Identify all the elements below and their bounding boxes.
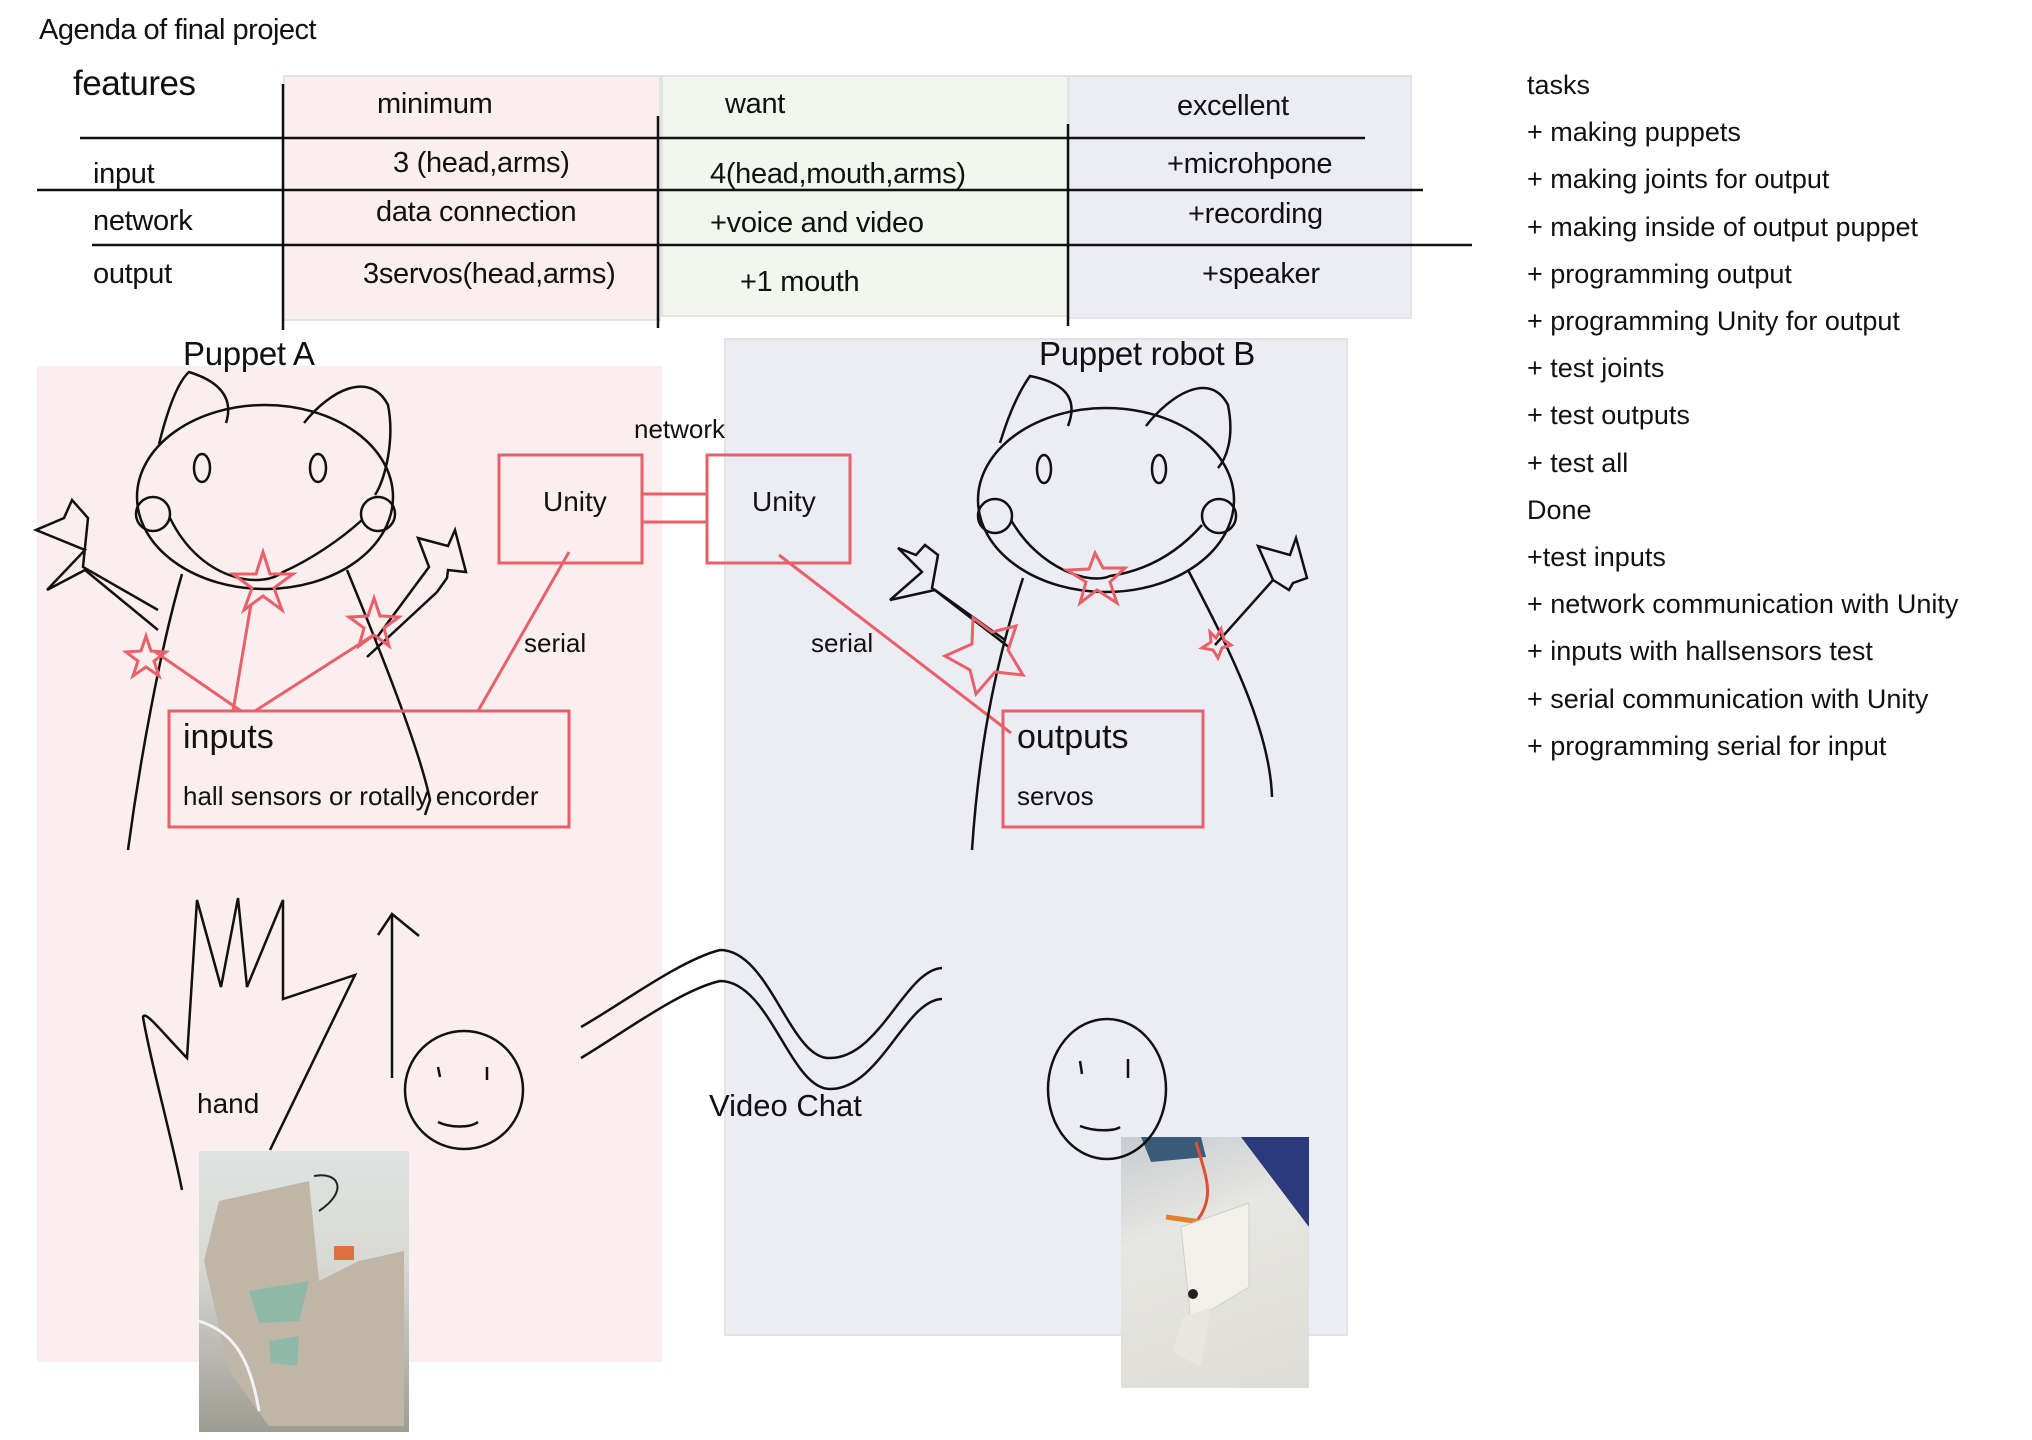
task-item: + making inside of output puppet [1527, 211, 1919, 242]
done-item: + programming serial for input [1527, 730, 1887, 761]
inputs-box-subtitle: hall sensors or rotally encorder [183, 781, 539, 811]
column-header-minimum: minimum [377, 88, 493, 120]
video-chat-label: Video Chat [709, 1088, 862, 1123]
cell-network-excellent: +recording [1188, 198, 1323, 230]
cell-output-excellent: +speaker [1202, 258, 1320, 290]
unity-label-a: Unity [543, 486, 607, 517]
cell-input-want: 4(head,mouth,arms) [710, 158, 966, 190]
serial-label-a: serial [524, 628, 587, 658]
cell-output-minimum: 3servos(head,arms) [363, 258, 616, 290]
task-item: + programming output [1527, 258, 1792, 289]
done-item: + network communication with Unity [1527, 589, 1959, 620]
cell-input-minimum: 3 (head,arms) [393, 147, 570, 179]
row-label-input: input [93, 158, 155, 190]
tasks-heading: tasks [1527, 70, 1591, 100]
column-header-want: want [725, 88, 786, 120]
task-item: + programming Unity for output [1527, 306, 1900, 337]
row-label-network: network [93, 205, 193, 237]
cell-network-minimum: data connection [376, 196, 577, 228]
unity-label-b: Unity [752, 486, 816, 517]
task-item: + test outputs [1527, 400, 1690, 431]
network-label: network [634, 414, 726, 444]
serial-label-b: serial [811, 628, 874, 658]
outputs-box-title: outputs [1017, 718, 1129, 756]
puppet-a-title: Puppet A [183, 335, 315, 372]
task-item: + test all [1527, 447, 1629, 478]
hand-label: hand [197, 1088, 260, 1119]
done-heading: Done [1527, 494, 1592, 525]
column-header-excellent: excellent [1177, 90, 1289, 122]
task-item: + making joints for output [1527, 164, 1830, 195]
column-want-bg [661, 75, 1069, 317]
done-item: +test inputs [1527, 542, 1666, 573]
task-item: + test joints [1527, 353, 1665, 384]
inputs-box-title: inputs [183, 718, 274, 756]
outputs-box-subtitle: servos [1017, 781, 1094, 811]
task-list: tasks + making puppets + making joints f… [1527, 62, 1958, 770]
glove-puppet-photo [199, 1151, 409, 1432]
column-excellent-bg [1068, 75, 1412, 319]
page-title: Agenda of final project [39, 14, 317, 46]
done-item: + inputs with hallsensors test [1527, 636, 1873, 667]
servo-mechanism-photo [1121, 1137, 1309, 1388]
puppet-b-title: Puppet robot B [1039, 335, 1255, 372]
cell-input-excellent: +microhpone [1167, 148, 1333, 180]
task-item: + making puppets [1527, 117, 1741, 148]
cell-network-want: +voice and video [710, 207, 924, 239]
column-minimum-bg [283, 75, 661, 321]
cell-output-want: +1 mouth [740, 266, 860, 298]
table-corner-label: features [73, 64, 196, 103]
row-label-output: output [93, 258, 172, 290]
done-item: + serial communication with Unity [1527, 683, 1929, 714]
